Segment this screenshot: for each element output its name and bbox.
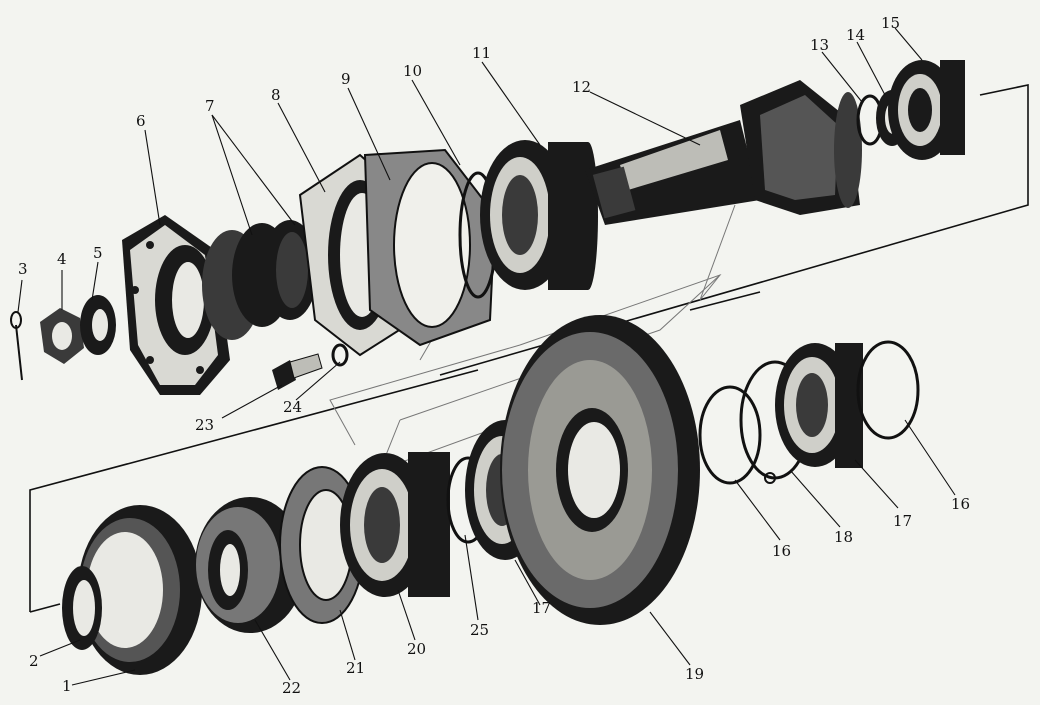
label-part-5: 5 bbox=[93, 244, 103, 262]
ball-bearing-15 bbox=[888, 60, 965, 160]
snap-ring-16-lower bbox=[698, 385, 762, 485]
label-part-14: 14 bbox=[846, 26, 865, 44]
snap-ring-16-upper bbox=[856, 340, 920, 440]
label-part-20: 20 bbox=[407, 640, 426, 658]
spring-washer bbox=[331, 343, 349, 367]
label-part-21: 21 bbox=[346, 659, 365, 677]
label-part-10: 10 bbox=[403, 62, 422, 80]
label-part-13: 13 bbox=[810, 36, 829, 54]
upper-shaft-assembly bbox=[10, 60, 965, 395]
label-part-4: 4 bbox=[57, 250, 67, 268]
label-part-25: 25 bbox=[470, 621, 489, 639]
part-labels: 3 4 5 6 7 8 9 10 11 12 13 14 15 16 16 17… bbox=[18, 14, 970, 697]
castle-nut bbox=[40, 308, 84, 364]
internal-ring-gear bbox=[78, 505, 202, 675]
output-shaft bbox=[585, 80, 862, 225]
ring-nut bbox=[62, 566, 102, 650]
flange bbox=[122, 215, 230, 395]
label-part-2: 2 bbox=[29, 652, 39, 670]
washer bbox=[80, 295, 116, 355]
label-part-7: 7 bbox=[205, 97, 215, 115]
roller-bearing-20 bbox=[340, 452, 450, 597]
label-part-18: 18 bbox=[834, 528, 853, 546]
label-part-11: 11 bbox=[472, 44, 491, 62]
label-part-8: 8 bbox=[271, 86, 281, 104]
large-gear-19 bbox=[500, 315, 700, 625]
label-part-12: 12 bbox=[572, 78, 591, 96]
label-part-16a: 16 bbox=[772, 542, 791, 560]
gasket bbox=[363, 148, 497, 347]
frame-lines bbox=[29, 84, 1029, 613]
roller-bearing-17-upper bbox=[775, 343, 863, 468]
label-part-23: 23 bbox=[195, 416, 214, 434]
lower-gear-assembly bbox=[62, 315, 920, 675]
bolt bbox=[272, 353, 323, 390]
label-part-16b: 16 bbox=[951, 495, 970, 513]
label-part-19: 19 bbox=[685, 665, 704, 683]
label-part-6: 6 bbox=[136, 112, 146, 130]
label-part-9: 9 bbox=[341, 70, 351, 88]
label-part-24: 24 bbox=[283, 398, 302, 416]
label-part-15: 15 bbox=[881, 14, 900, 32]
roller-bearing-11 bbox=[480, 140, 598, 290]
label-part-17a: 17 bbox=[532, 599, 551, 617]
spur-gear-22 bbox=[195, 497, 305, 633]
leader-lines bbox=[17, 27, 956, 686]
label-part-22: 22 bbox=[282, 679, 301, 697]
label-part-1: 1 bbox=[62, 677, 72, 695]
split-pin bbox=[10, 311, 23, 381]
label-part-17b: 17 bbox=[893, 512, 912, 530]
oil-seals bbox=[202, 220, 318, 340]
label-part-3: 3 bbox=[18, 260, 28, 278]
